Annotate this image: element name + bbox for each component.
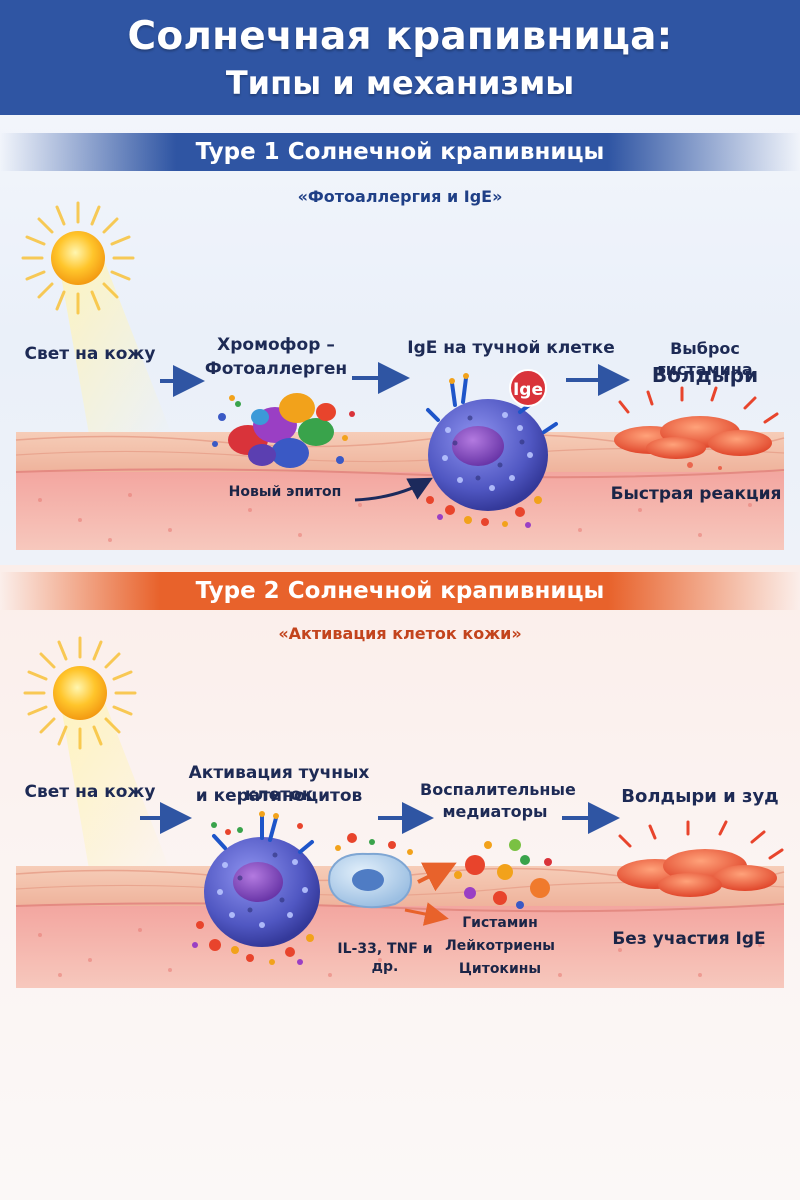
type2-arrow-5 [404, 902, 449, 926]
type2-no-ige-label: Без участия IgE [612, 929, 766, 949]
sun-icon [23, 636, 137, 750]
type1-skin [15, 432, 785, 550]
type2-arrow-4 [417, 862, 457, 892]
type2-heading: Type 2 Солнечной крапивницы [195, 578, 605, 604]
type2-light-label: Свет на кожу [24, 782, 156, 802]
mediator-particles [454, 839, 552, 909]
wheals-type2 [617, 820, 784, 897]
ige-badge-icon [509, 369, 547, 407]
type1-light-label: Свет на кожу [24, 344, 156, 364]
type2-activation-label-2: и кератиноцитов [195, 786, 363, 806]
type2-cytokines-label: IL-33, TNF и др. [337, 941, 433, 976]
type1-heading: Type 1 Солнечной крапивницы [195, 139, 605, 165]
type1-chromophore-label-1: Хромофор – [217, 335, 335, 355]
keratinocyte [328, 833, 413, 909]
type1-epitope-label: Новый эпитоп [228, 484, 342, 500]
type2-subheading: «Активация клеток кожи» [278, 624, 522, 643]
type1-fast-reaction-label: Быстрая реакция [610, 484, 782, 504]
type1-sun-beam [60, 250, 170, 440]
title-bar: Солнечная крапивница: Типы и механизмы [0, 0, 800, 115]
type1-histamine-label: Выброс гистамина [657, 339, 753, 379]
type1-subheading: «Фотоаллергия и IgE» [297, 187, 503, 206]
type2-mediators-label-1: Воспалительные [420, 780, 576, 799]
type2-cytokine-list-label: Цитокины [458, 961, 542, 977]
type1-heading-band: Type 1 Солнечной крапивницы [0, 133, 800, 171]
type2-heading-band: Type 2 Солнечной крапивницы [0, 572, 800, 610]
type2-histamine-label: Гистамин [462, 915, 538, 931]
type1-curved-arrow [354, 477, 433, 502]
wheals-type1 [614, 386, 779, 470]
page-title: Солнечная крапивница: [127, 14, 673, 59]
page-subtitle: Типы и механизмы [225, 64, 575, 102]
ige-badge-label: Ige [513, 380, 543, 400]
type1-chromophore-label-2: Фотоаллерген [204, 359, 348, 379]
type2-wheals-itch-label: Волдыри и зуд [621, 786, 779, 807]
type2-mediators-label-2: медиаторы [442, 802, 548, 821]
type1-ige-cell-label: IgE на тучной клетке [407, 338, 615, 358]
mast-cell-type2 [192, 811, 320, 965]
sun-icon [21, 201, 135, 315]
type1-wheals-label: Волдыри [651, 363, 759, 387]
type2-activation-label-1: Активация тучных клеток [188, 763, 370, 806]
chromophore-cluster [212, 393, 355, 468]
type2-sun-beam [60, 690, 170, 875]
type2-leukotrienes-label: Лейкотриены [445, 938, 555, 954]
